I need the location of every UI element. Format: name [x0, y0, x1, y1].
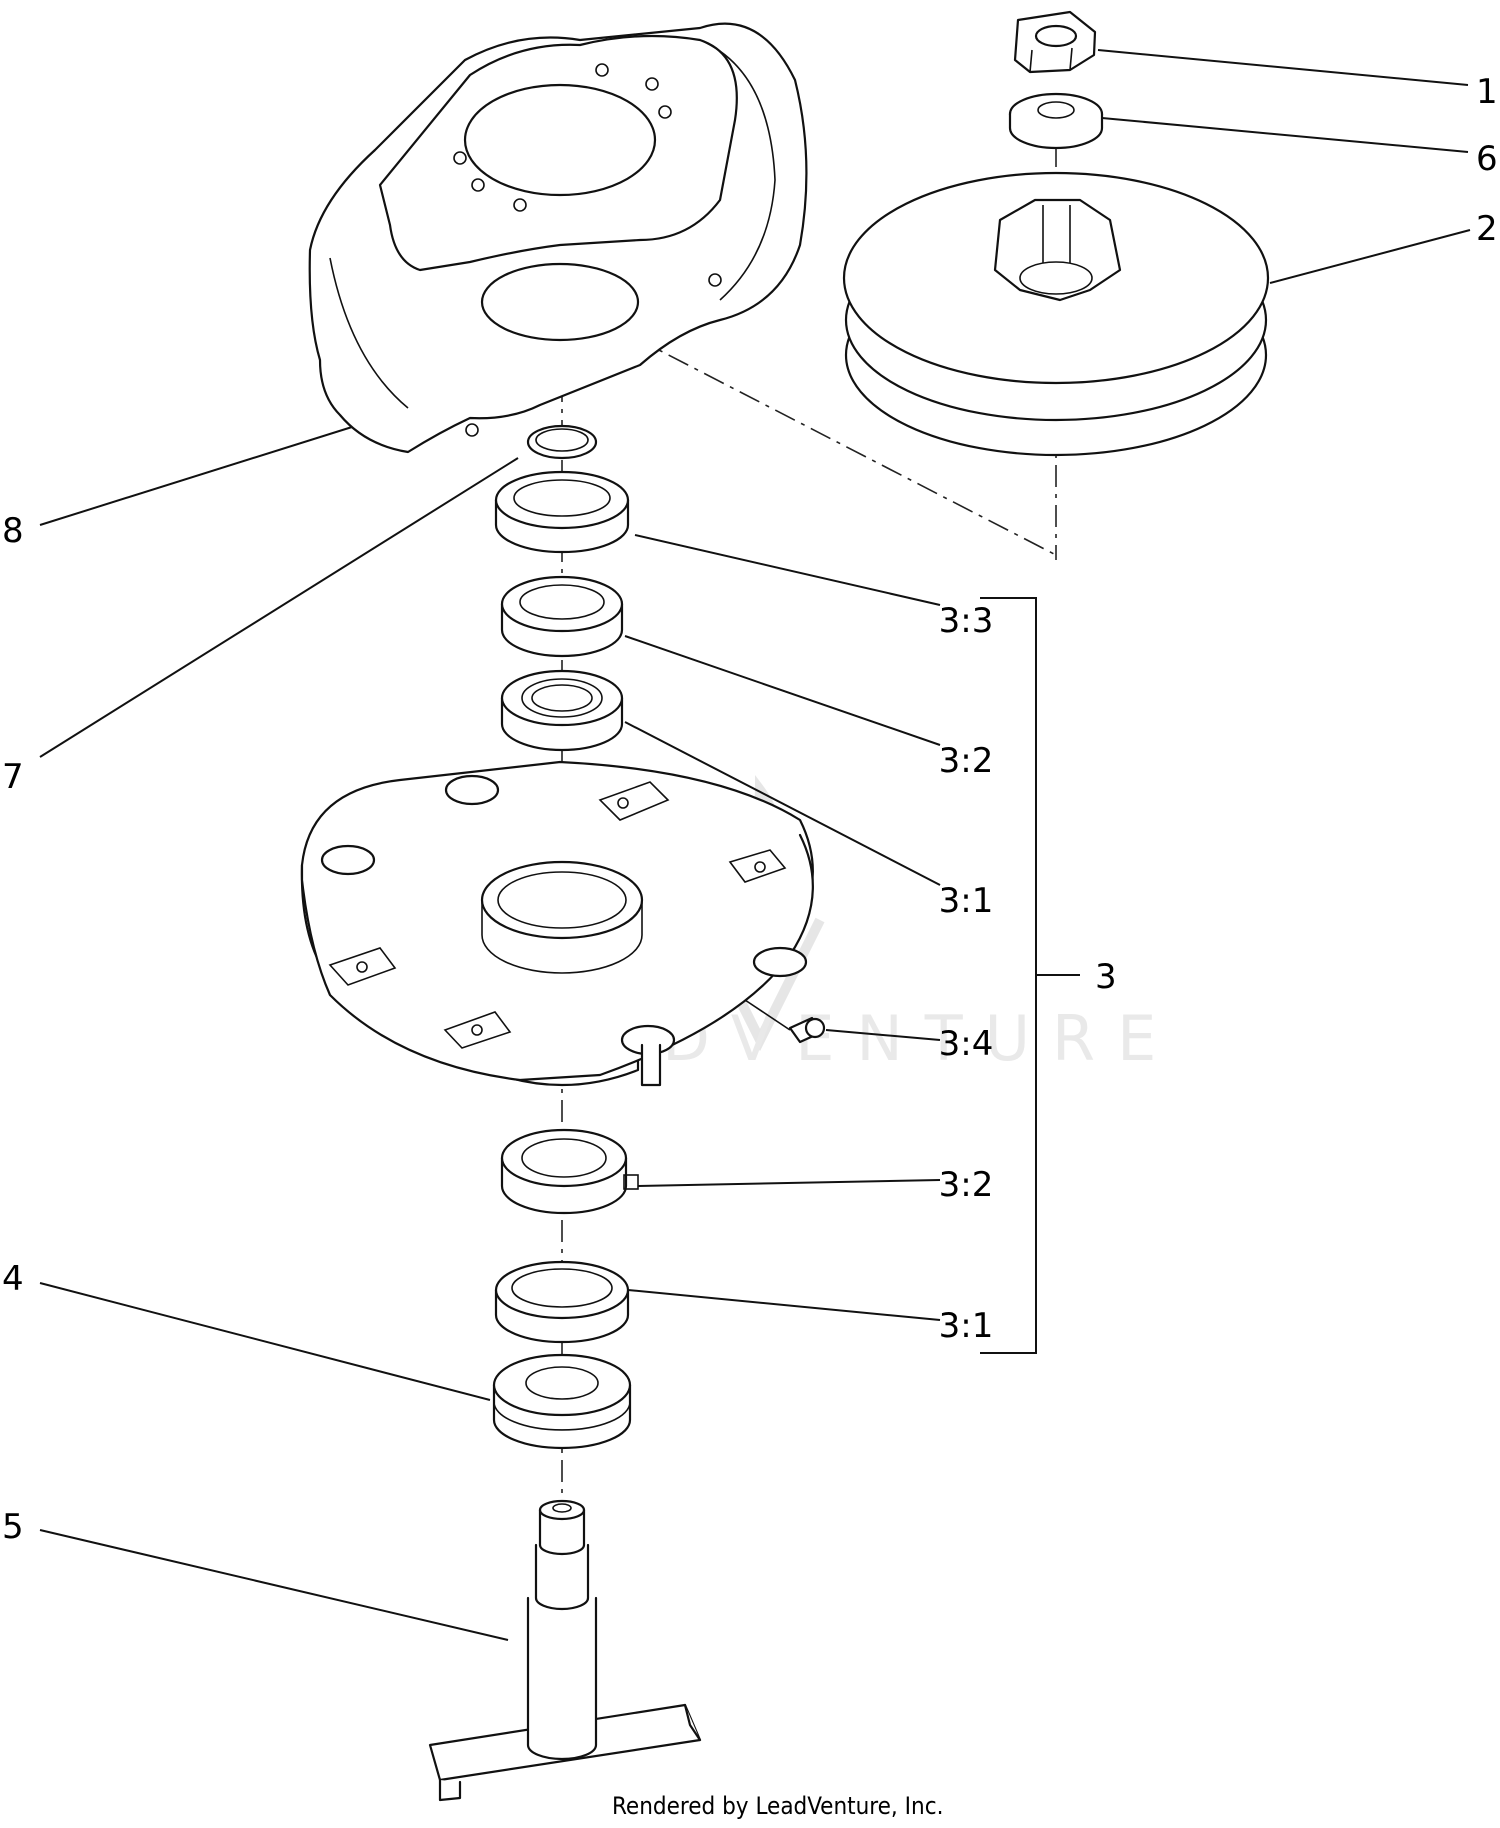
callout-1: 1: [1476, 72, 1498, 112]
callout-labels: 1 6 2 8 3:3 7 3:2 3:1 3 3:4 3:2 4 3:1 5: [2, 72, 1498, 1547]
part-3-1-lower-seal: [494, 1260, 630, 1344]
part-3-1-upper-bearing: [500, 669, 624, 752]
callout-2: 2: [1476, 209, 1498, 249]
part-3-2-lower-bearing: [500, 1128, 639, 1215]
callout-5: 5: [2, 1507, 24, 1547]
rendered-by-footer: Rendered by LeadVenture, Inc.: [612, 1792, 943, 1820]
callout-3-3: 3:3: [939, 601, 994, 641]
callout-3-4: 3:4: [939, 1024, 994, 1064]
part-3-4-grease-fitting: [744, 999, 826, 1044]
part-3-3-seal: [494, 470, 630, 554]
part-1-nut: [1013, 10, 1097, 74]
callout-4: 4: [2, 1259, 24, 1299]
part-4-spacer: [492, 1353, 632, 1450]
part-2-pulley: [842, 171, 1270, 457]
callout-3: 3: [1095, 957, 1117, 997]
callout-3-1-top: 3:1: [939, 881, 994, 921]
callout-3-2-top: 3:2: [939, 741, 994, 781]
callout-6: 6: [1476, 139, 1498, 179]
callout-3-2-bottom: 3:2: [939, 1165, 994, 1205]
part-5-spindle-shaft: [428, 1499, 702, 1802]
part-3-spindle-housing: [300, 760, 814, 1087]
part-8-belt-cover: [308, 22, 808, 454]
part-7-o-ring: [526, 424, 598, 460]
callout-8: 8: [2, 511, 24, 551]
callout-7: 7: [2, 757, 24, 797]
part-6-washer: [1008, 92, 1104, 150]
part-3-2-upper-bearing: [500, 575, 624, 658]
leader-lines: [39, 49, 1471, 1641]
callout-3-1-bottom: 3:1: [939, 1306, 994, 1346]
